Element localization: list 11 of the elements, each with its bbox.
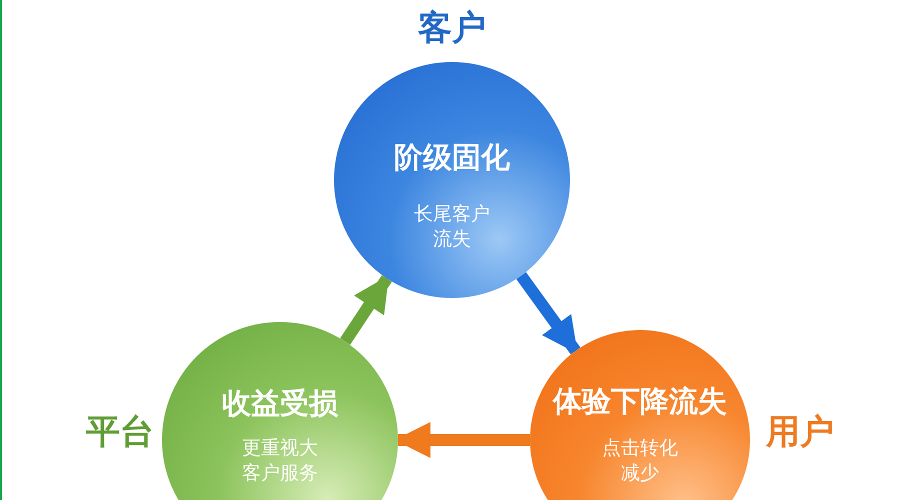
node-description: 点击转化减少 <box>601 436 679 486</box>
node-heading: 收益受损 <box>221 385 340 422</box>
node-description: 更重视大客户服务 <box>241 436 319 486</box>
role-label: 平台 <box>86 411 154 454</box>
role-label: 用户 <box>766 411 834 454</box>
arrow <box>516 272 580 354</box>
arrow <box>340 275 392 345</box>
node-heading: 体验下降流失 <box>551 383 728 420</box>
node-description: 长尾客户流失 <box>413 202 491 252</box>
node-heading: 阶级固化 <box>393 139 511 176</box>
role-label: 客户 <box>418 7 486 50</box>
